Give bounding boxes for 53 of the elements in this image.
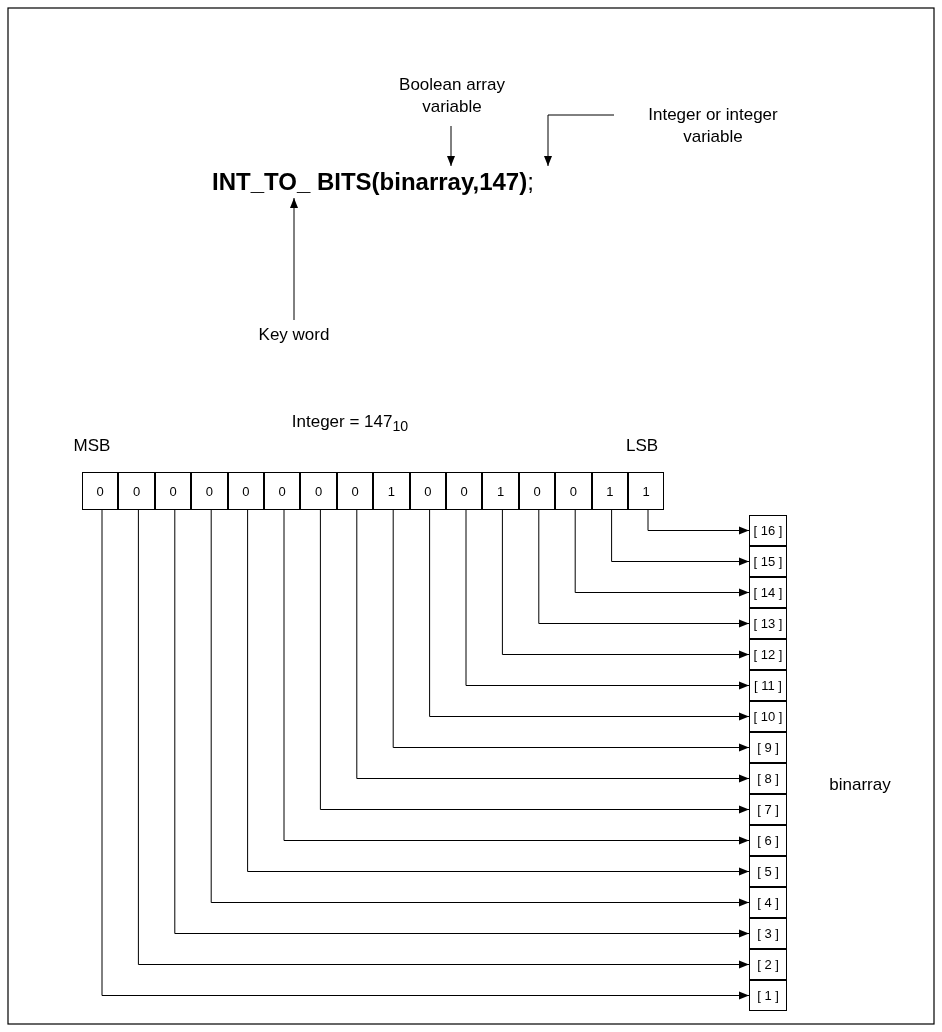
bit-cell: 0 (336, 472, 374, 510)
array-cell: [ 11 ] (749, 670, 787, 701)
bit-cell: 0 (227, 472, 264, 510)
lsb-label: LSB (624, 436, 660, 456)
leader-arrow (447, 125, 455, 167)
arrow (429, 509, 750, 721)
bit-cell: 1 (482, 472, 519, 510)
array-cell: [ 15 ] (749, 546, 787, 577)
array-cell: [ 8 ] (749, 763, 787, 794)
array-cell: [ 6 ] (749, 825, 787, 856)
msb-label: MSB (72, 436, 112, 456)
arrow (611, 509, 750, 566)
callout-label: Boolean array variable (372, 74, 532, 122)
bit-cell: 1 (373, 472, 410, 510)
arrow (465, 509, 750, 690)
array-cell: [ 13 ] (749, 608, 787, 639)
array-cell: [ 16 ] (749, 515, 787, 546)
array-cell: [ 1 ] (749, 980, 787, 1011)
bit-cell: 0 (518, 472, 556, 510)
callout-label: Integer or integer variable (618, 104, 808, 152)
arrow (319, 509, 750, 814)
bit-cell: 0 (154, 472, 192, 510)
bit-cell: 0 (409, 472, 446, 510)
arrow (501, 509, 750, 659)
array-cell: [ 10 ] (749, 701, 787, 732)
bit-cell: 0 (446, 472, 483, 510)
code-statement: INT_TO_ BITS(binarray,147); (212, 166, 574, 198)
arrow (356, 509, 750, 783)
bit-cell: 0 (555, 472, 592, 510)
bit-cell: 0 (300, 472, 337, 510)
array-cell: [ 4 ] (749, 887, 787, 918)
leader-arrow (544, 114, 615, 167)
array-cell: [ 5 ] (749, 856, 787, 887)
callout-label: Key word (244, 324, 344, 348)
bit-cell: 1 (628, 472, 665, 510)
array-name-label: binarray (828, 775, 892, 795)
bit-cell: 0 (82, 472, 119, 510)
arrow (574, 509, 750, 597)
bit-cell: 0 (264, 472, 301, 510)
array-cell: [ 7 ] (749, 794, 787, 825)
array-cell: [ 9 ] (749, 732, 787, 763)
arrow (392, 509, 750, 752)
leader-arrow (290, 197, 298, 321)
bit-cell: 1 (591, 472, 628, 510)
arrow (538, 509, 750, 628)
bit-cell: 0 (191, 472, 228, 510)
bit-cell: 0 (118, 472, 155, 510)
array-cell: [ 12 ] (749, 639, 787, 670)
array-cell: [ 2 ] (749, 949, 787, 980)
array-cell: [ 14 ] (749, 577, 787, 608)
arrow (647, 509, 750, 535)
value-label: Integer = 147$_{10}$ (290, 412, 410, 435)
array-cell: [ 3 ] (749, 918, 787, 949)
